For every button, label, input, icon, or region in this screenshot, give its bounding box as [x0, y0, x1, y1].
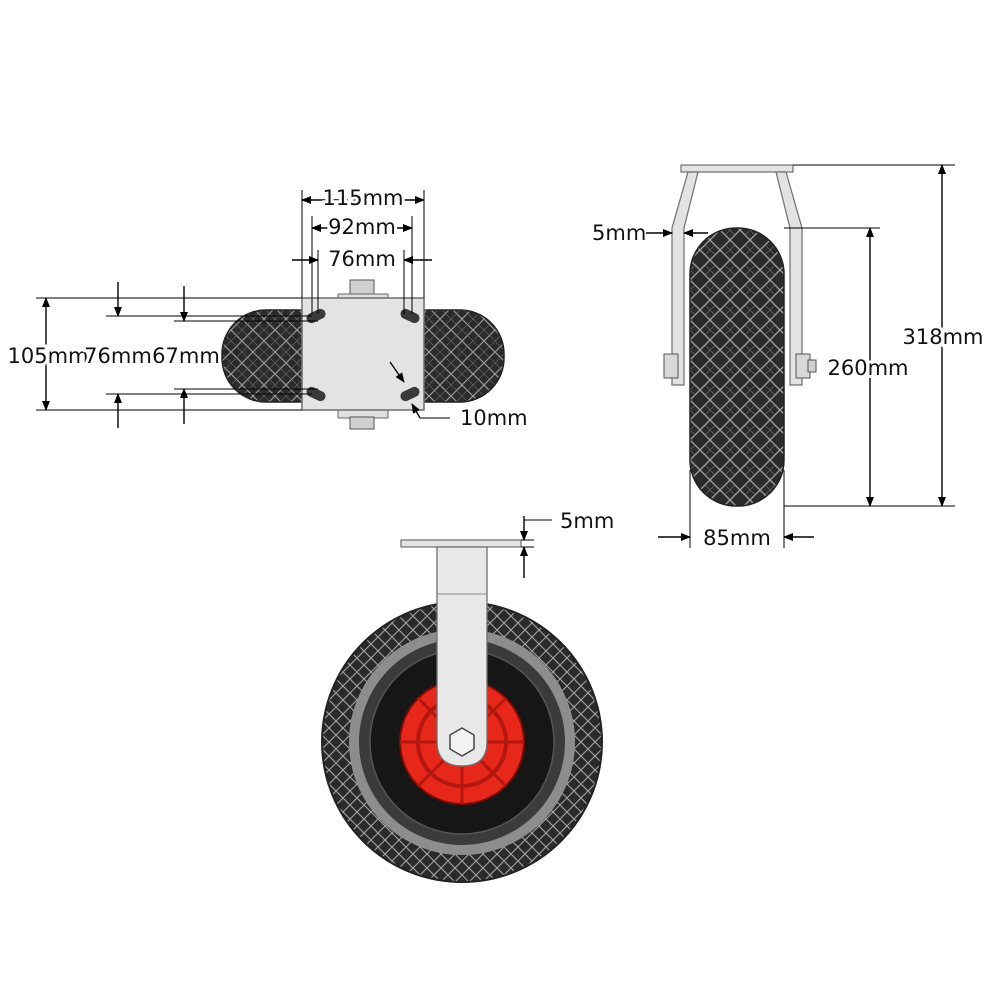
hole-bottom-left: [306, 386, 326, 402]
dim-318mm: 318mm: [903, 325, 984, 349]
dim-92mm: 92mm: [328, 215, 396, 239]
dim-76mm-width: 76mm: [328, 247, 396, 271]
hole-bottom-right: [400, 386, 420, 402]
side-tire: [689, 227, 785, 507]
side-view: 5mm 260mm 318mm 85mm: [592, 164, 987, 550]
top-axle-nut-bottom: [349, 416, 375, 430]
front-view: 5mm: [321, 509, 614, 883]
side-axle-end: [807, 359, 817, 373]
hole-top-left: [306, 308, 326, 324]
front-fork: [436, 546, 488, 767]
dim-67mm: 67mm: [152, 344, 220, 368]
dim-10mm: 10mm: [460, 406, 528, 430]
front-axle-nut: [449, 727, 475, 757]
top-view: 115mm 92mm 76mm 105mm 76mm 67mm 10mm: [5, 183, 528, 430]
dim-5mm-side: 5mm: [592, 221, 646, 245]
front-top-plate: [400, 539, 522, 548]
side-top-plate: [680, 164, 794, 173]
side-axle-nut-left: [663, 353, 679, 379]
dim-85mm: 85mm: [703, 526, 771, 550]
dim-76mm-height: 76mm: [84, 344, 152, 368]
hole-top-right: [400, 308, 420, 324]
dim-5mm-front: 5mm: [560, 509, 614, 533]
dim-105mm: 105mm: [8, 344, 89, 368]
dim-115mm: 115mm: [323, 186, 404, 210]
dim-260mm: 260mm: [828, 356, 909, 380]
side-fork-left: [671, 171, 699, 386]
